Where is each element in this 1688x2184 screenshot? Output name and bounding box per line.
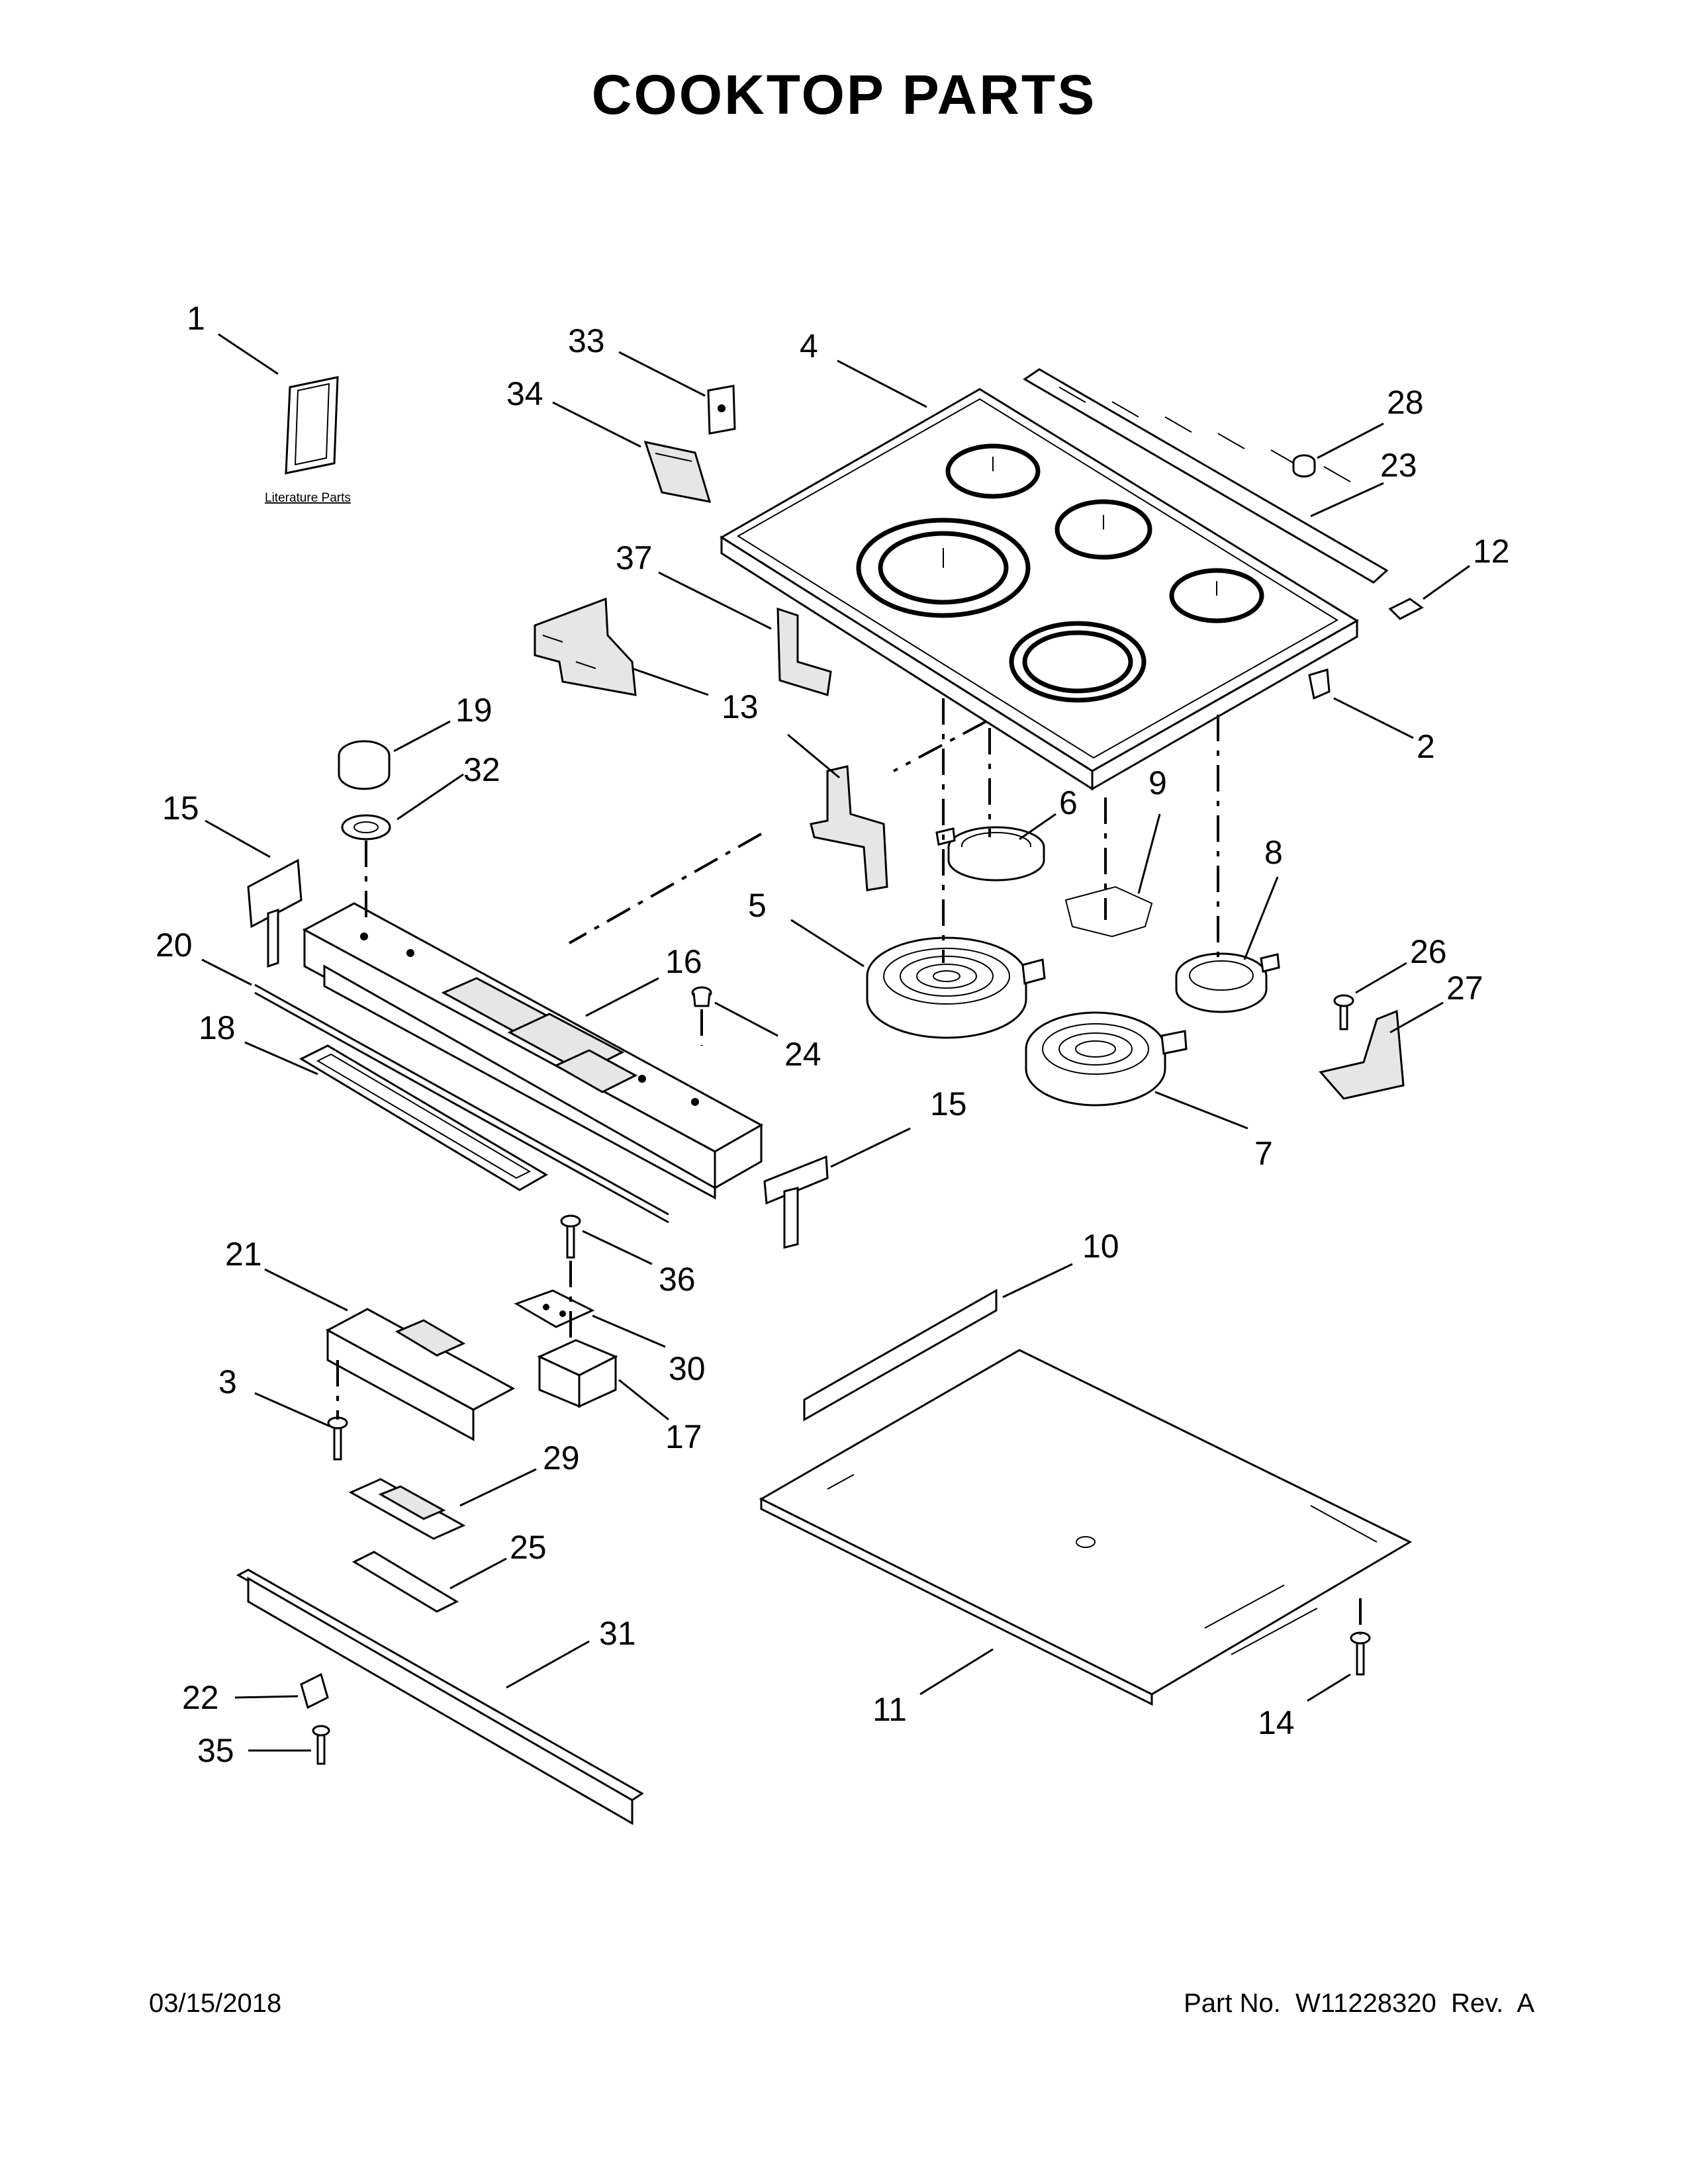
part-8-element-medium — [1175, 952, 1280, 1013]
part-36-screw — [560, 1214, 581, 1259]
part-20-rod — [254, 983, 669, 1224]
callout-15-left: 15 — [162, 790, 199, 827]
callout-2: 2 — [1417, 728, 1435, 765]
callout-26: 26 — [1410, 933, 1447, 970]
callout-6: 6 — [1059, 784, 1078, 821]
callout-15-right: 15 — [930, 1085, 967, 1122]
part-31-trim — [236, 1569, 644, 1825]
part-10-rear-bracket — [803, 1289, 998, 1422]
callout-29: 29 — [543, 1439, 580, 1477]
callout-35: 35 — [197, 1732, 234, 1769]
part-21-electronic-control — [325, 1308, 516, 1441]
callout-8: 8 — [1264, 834, 1283, 871]
part-2-clip — [1308, 668, 1331, 700]
part-7-element-dual — [1025, 1011, 1188, 1107]
part-1-literature: Literature Parts — [265, 376, 351, 505]
callout-5: 5 — [748, 887, 767, 924]
part-12-clip — [1388, 598, 1424, 620]
callout-22: 22 — [182, 1679, 219, 1716]
callout-4: 4 — [800, 328, 818, 365]
part-15-end-cap-left — [247, 858, 303, 968]
callout-21: 21 — [225, 1236, 262, 1273]
part-17-switch — [537, 1339, 618, 1408]
callout-28: 28 — [1387, 384, 1424, 421]
callout-13-left: 13 — [722, 688, 759, 725]
callout-36: 36 — [659, 1261, 696, 1298]
page-title: COOKTOP PARTS — [591, 64, 1097, 126]
callout-11: 11 — [872, 1691, 907, 1728]
part-13-bracket-right — [810, 765, 888, 891]
callout-23: 23 — [1380, 447, 1417, 484]
literature-parts-label: Literature Parts — [265, 491, 351, 505]
callout-24: 24 — [784, 1036, 821, 1073]
part-18-gasket — [299, 1044, 548, 1191]
part-22-clip — [300, 1672, 329, 1709]
part-9-spacer — [1064, 886, 1153, 938]
callout-14: 14 — [1258, 1704, 1295, 1741]
part-29-touch-panel — [348, 1478, 466, 1540]
part-28-bumper — [1292, 454, 1316, 478]
part-34-insulation — [643, 440, 712, 503]
part-19-knob — [338, 740, 391, 790]
callout-27: 27 — [1446, 970, 1483, 1007]
part-6-element-small — [935, 826, 1045, 882]
part-37-bracket — [776, 607, 832, 696]
part-27-bracket — [1319, 1009, 1405, 1100]
callout-10: 10 — [1082, 1228, 1119, 1265]
part-3-screw — [327, 1416, 348, 1461]
callout-37: 37 — [616, 539, 653, 576]
callout-9: 9 — [1149, 764, 1167, 801]
callout-19: 19 — [455, 692, 492, 729]
callout-labels: 1 33 34 4 28 23 12 37 13 13 2 19 32 15 6… — [156, 300, 1510, 1769]
part-15-end-cap-right — [763, 1155, 829, 1249]
callout-32: 32 — [463, 751, 500, 788]
part-23-rear-trim — [1023, 368, 1389, 584]
callout-20: 20 — [156, 927, 193, 964]
part-35-screw — [312, 1725, 330, 1765]
part-14-screw — [1350, 1631, 1371, 1676]
part-30-insulator — [514, 1289, 595, 1328]
callout-34: 34 — [506, 375, 543, 412]
callout-7: 7 — [1254, 1135, 1273, 1172]
assembly-lines — [336, 698, 1362, 1635]
part-4-cooktop-glass — [720, 388, 1359, 791]
callout-1: 1 — [187, 300, 205, 337]
part-32-knob-bezel — [341, 814, 391, 841]
part-33-clip — [707, 385, 736, 435]
part-26-screw — [1333, 994, 1354, 1030]
callout-3: 3 — [218, 1363, 237, 1400]
callout-12: 12 — [1473, 533, 1510, 570]
callout-18: 18 — [199, 1009, 236, 1046]
part-24-plug — [691, 986, 712, 1007]
leader-lines — [201, 333, 1470, 1752]
callout-17: 17 — [665, 1418, 702, 1455]
callout-16: 16 — [665, 943, 702, 980]
part-11-burner-box — [759, 1349, 1413, 1706]
part-16-control-console — [302, 902, 764, 1200]
callout-30: 30 — [669, 1350, 706, 1387]
part-13-bracket-left — [534, 597, 637, 696]
callout-33: 33 — [568, 322, 605, 359]
callout-31: 31 — [599, 1615, 636, 1652]
footer-part-number: Part No. W11228320 Rev. A — [1184, 1989, 1534, 2018]
footer-date: 03/15/2018 — [149, 1989, 282, 2018]
part-5-element-large — [866, 936, 1046, 1039]
callout-25: 25 — [510, 1529, 547, 1566]
part-25-spacer — [352, 1551, 459, 1613]
